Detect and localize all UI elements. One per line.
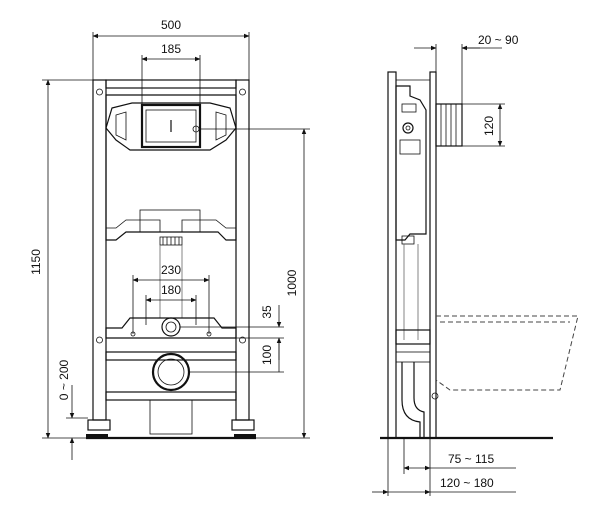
left-post-hole — [96, 88, 103, 96]
dim-outlet-35: 35 — [260, 305, 274, 319]
dim-foot-adjust: 0 ~ 200 — [57, 359, 71, 400]
flush-plate-opening — [140, 103, 202, 149]
flush-outlet — [161, 317, 181, 337]
pan-bolt-bar — [105, 317, 237, 339]
dim-height-frame: 1000 — [285, 269, 299, 296]
dim-height-total: 1150 — [29, 249, 43, 275]
cistern-side — [395, 85, 427, 241]
left-frame-post — [92, 79, 107, 421]
wc-pan-outline — [435, 315, 579, 391]
front-view: 500 185 1150 1000 230 180 35 100 — [29, 18, 310, 460]
dim-inlet-height: 120 — [482, 116, 496, 136]
cistern-body — [105, 94, 237, 241]
dim-waste-spacing: 230 — [161, 263, 181, 277]
wall-plate — [429, 71, 437, 439]
right-frame-post — [235, 79, 250, 421]
dim-total-depth: 120 ~ 180 — [440, 476, 494, 490]
dim-width-total: 500 — [161, 18, 181, 32]
dim-inlet-projection: 20 ~ 90 — [478, 33, 519, 47]
water-inlet — [435, 103, 463, 147]
right-post-hole — [239, 88, 246, 96]
dim-bolt-spacing: 180 — [161, 283, 181, 297]
side-frame-post — [387, 71, 397, 439]
top-rail — [105, 79, 237, 89]
left-foot — [87, 419, 111, 431]
dim-outlet-100: 100 — [260, 345, 274, 365]
dim-wall-depth: 75 ~ 115 — [448, 452, 494, 466]
side-view: 20 ~ 90 120 75 ~ 115 120 ~ 180 — [372, 33, 579, 496]
dim-flush-plate-width: 185 — [161, 42, 181, 56]
right-foot — [231, 419, 255, 431]
